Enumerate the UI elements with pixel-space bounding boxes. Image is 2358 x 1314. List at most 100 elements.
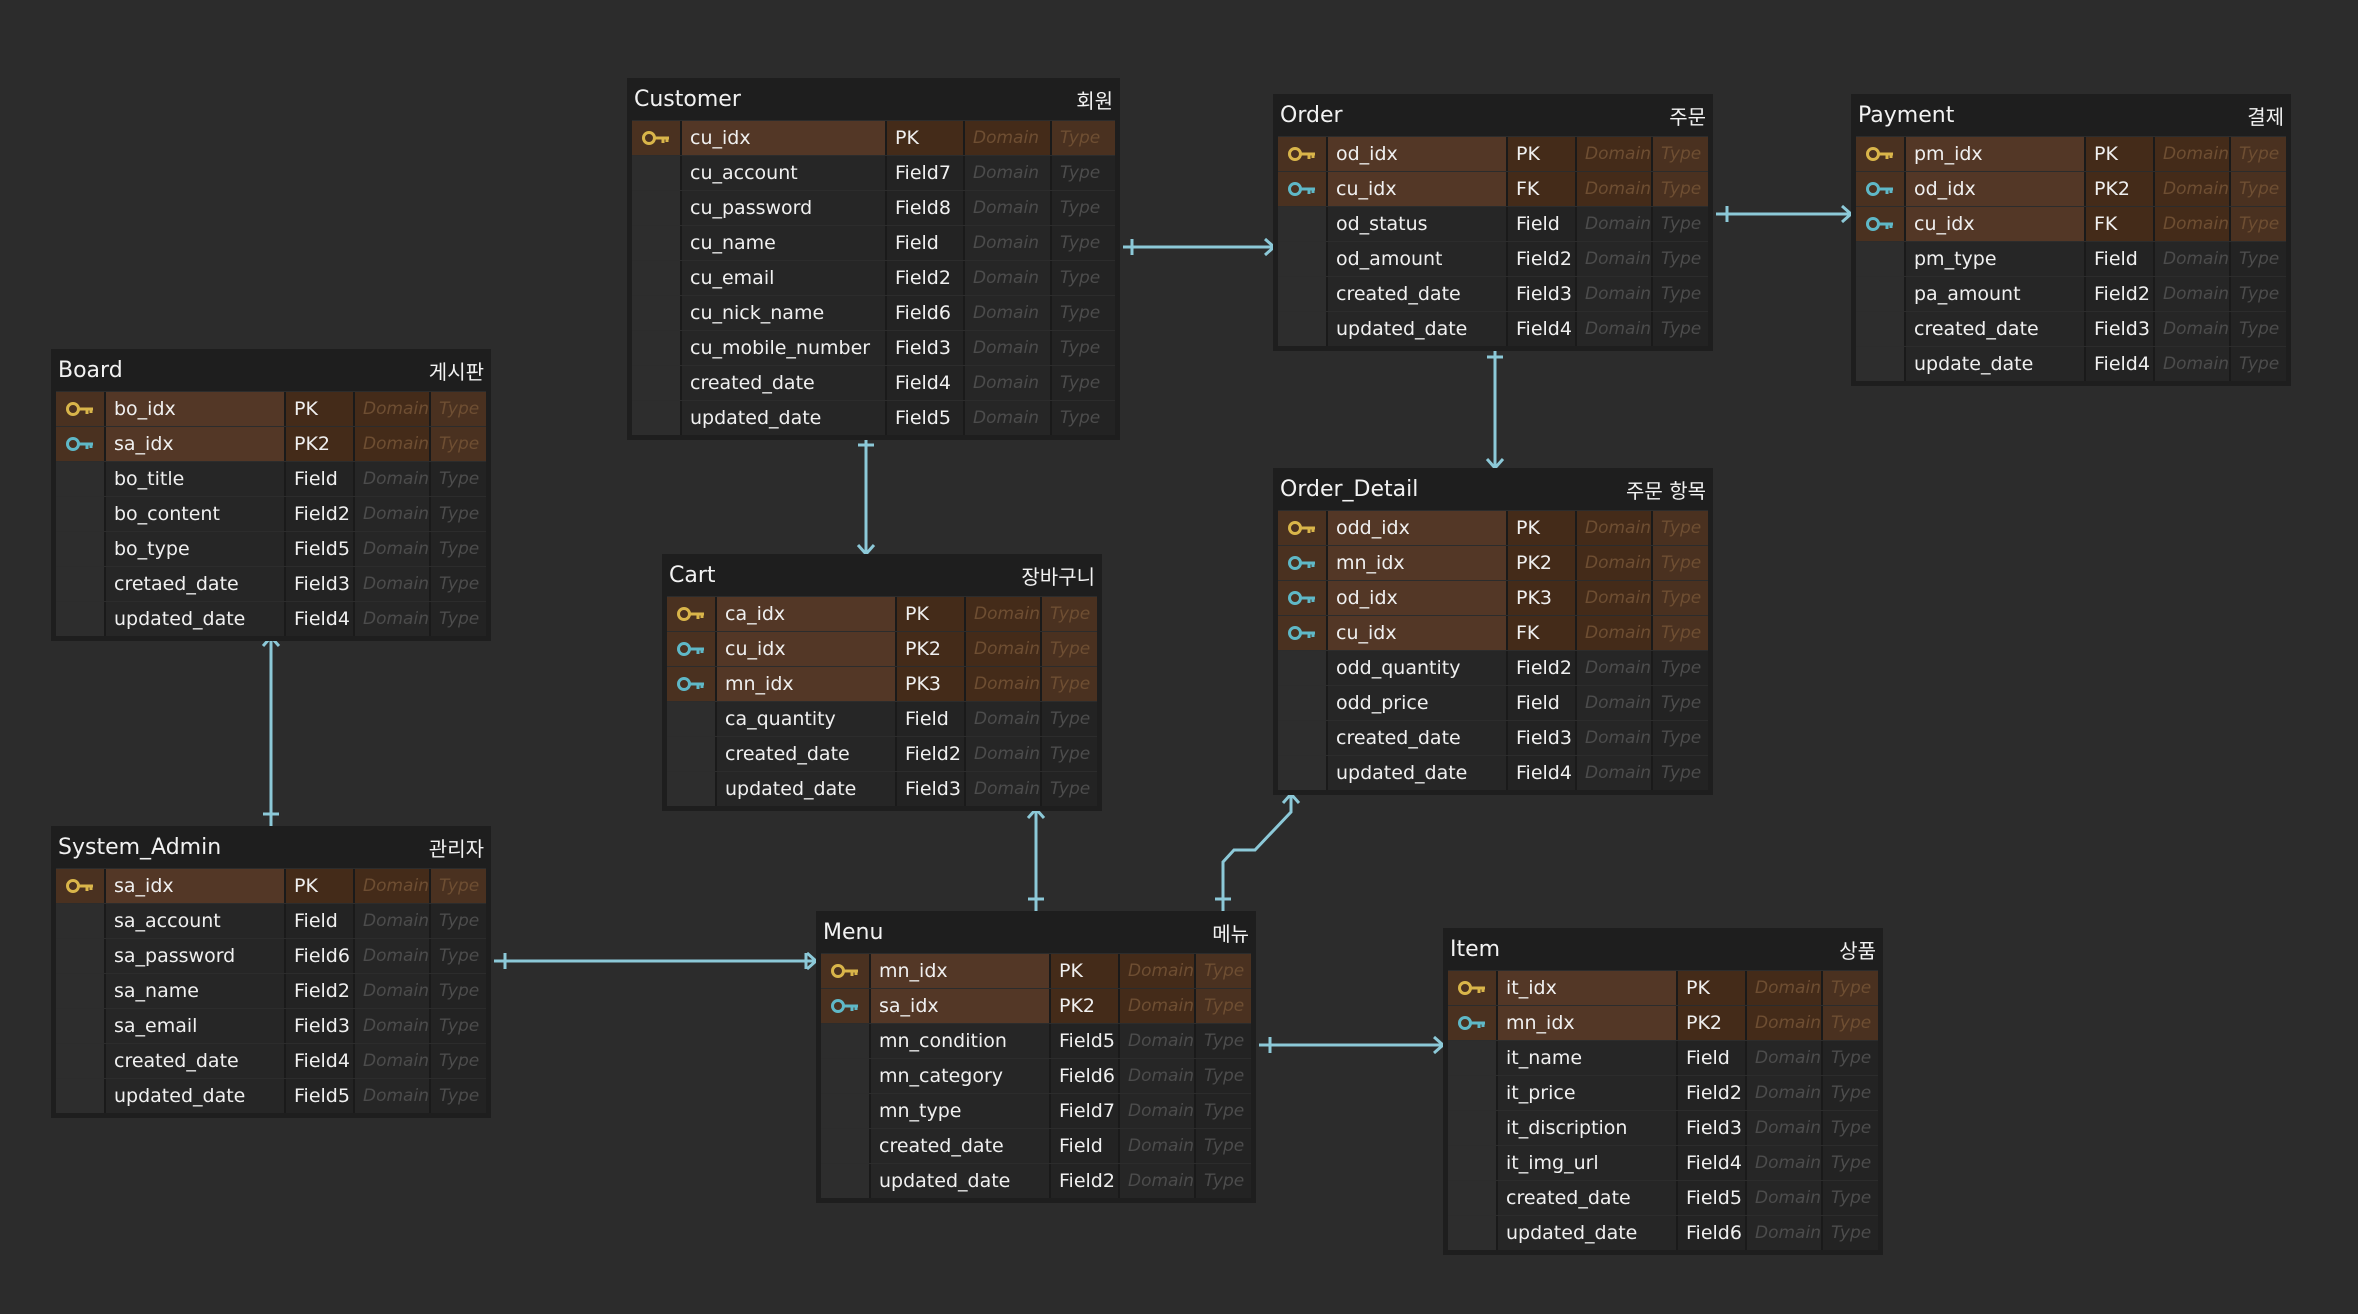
field-key[interactable]: Field2 — [895, 737, 964, 771]
field-key[interactable]: Field3 — [284, 567, 353, 601]
field-key[interactable]: Field2 — [1506, 242, 1575, 276]
field-type[interactable]: Type — [1050, 296, 1115, 330]
field-domain[interactable]: Domain — [353, 974, 429, 1008]
field-name[interactable]: created_date — [680, 366, 885, 400]
field-type[interactable]: Type — [1050, 191, 1115, 225]
field-type[interactable]: Type — [429, 567, 486, 601]
field-name[interactable]: sa_password — [104, 939, 284, 973]
field-type[interactable]: Type — [429, 1009, 486, 1043]
field-domain[interactable]: Domain — [1575, 756, 1651, 790]
field-key[interactable]: Field — [885, 226, 963, 260]
field-type[interactable]: Type — [429, 939, 486, 973]
field-key[interactable]: Field6 — [885, 296, 963, 330]
field-key[interactable]: Field3 — [284, 1009, 353, 1043]
field-name[interactable]: mn_condition — [869, 1024, 1049, 1058]
field-name[interactable]: cu_idx — [1326, 616, 1506, 650]
field-domain[interactable]: Domain — [1745, 1216, 1821, 1250]
field-name[interactable]: sa_idx — [869, 989, 1049, 1023]
field-domain[interactable]: Domain — [353, 1009, 429, 1043]
field-domain[interactable]: Domain — [1745, 1041, 1821, 1075]
field-type[interactable]: Type — [1651, 207, 1708, 241]
field-key[interactable]: Field4 — [1506, 312, 1575, 346]
field-type[interactable]: Type — [1194, 1059, 1251, 1093]
field-type[interactable]: Type — [1194, 1164, 1251, 1198]
field-type[interactable]: Type — [429, 904, 486, 938]
field-name[interactable]: updated_date — [1496, 1216, 1676, 1250]
field-domain[interactable]: Domain — [964, 737, 1040, 771]
field-name[interactable]: od_idx — [1326, 581, 1506, 615]
field-key[interactable]: PK — [885, 121, 963, 155]
field-type[interactable]: Type — [1040, 632, 1097, 666]
field-name[interactable]: pm_type — [1904, 242, 2084, 276]
field-domain[interactable]: Domain — [964, 702, 1040, 736]
field-key[interactable]: PK2 — [895, 632, 964, 666]
field-name[interactable]: created_date — [715, 737, 895, 771]
field-name[interactable]: mn_idx — [715, 667, 895, 701]
field-name[interactable]: pm_idx — [1904, 137, 2084, 171]
field-key[interactable]: PK2 — [1676, 1006, 1745, 1040]
field-name[interactable]: updated_date — [1326, 312, 1506, 346]
field-key[interactable]: Field7 — [1049, 1094, 1118, 1128]
field-type[interactable]: Type — [1651, 277, 1708, 311]
field-domain[interactable]: Domain — [963, 366, 1050, 400]
field-type[interactable]: Type — [1651, 581, 1708, 615]
field-type[interactable]: Type — [1050, 366, 1115, 400]
field-type[interactable]: Type — [429, 869, 486, 903]
field-domain[interactable]: Domain — [1745, 1111, 1821, 1145]
field-type[interactable]: Type — [1651, 756, 1708, 790]
field-key[interactable]: FK — [2084, 207, 2153, 241]
field-name[interactable]: updated_date — [104, 1079, 284, 1113]
field-domain[interactable]: Domain — [353, 462, 429, 496]
field-name[interactable]: cretaed_date — [104, 567, 284, 601]
field-type[interactable]: Type — [1050, 156, 1115, 190]
field-name[interactable]: sa_idx — [104, 427, 284, 461]
field-name[interactable]: bo_title — [104, 462, 284, 496]
field-key[interactable]: Field3 — [2084, 312, 2153, 346]
field-name[interactable]: pa_amount — [1904, 277, 2084, 311]
field-domain[interactable]: Domain — [1745, 1006, 1821, 1040]
field-type[interactable]: Type — [2229, 207, 2286, 241]
field-type[interactable]: Type — [1050, 121, 1115, 155]
field-domain[interactable]: Domain — [1745, 971, 1821, 1005]
field-domain[interactable]: Domain — [963, 156, 1050, 190]
field-key[interactable]: FK — [1506, 616, 1575, 650]
field-name[interactable]: it_idx — [1496, 971, 1676, 1005]
field-key[interactable]: Field — [284, 904, 353, 938]
field-domain[interactable]: Domain — [963, 401, 1050, 435]
field-name[interactable]: cu_nick_name — [680, 296, 885, 330]
field-domain[interactable]: Domain — [1575, 242, 1651, 276]
field-name[interactable]: cu_name — [680, 226, 885, 260]
field-domain[interactable]: Domain — [353, 869, 429, 903]
field-name[interactable]: od_status — [1326, 207, 1506, 241]
field-key[interactable]: Field6 — [1676, 1216, 1745, 1250]
field-type[interactable]: Type — [1821, 1146, 1878, 1180]
field-domain[interactable]: Domain — [1575, 616, 1651, 650]
field-domain[interactable]: Domain — [1575, 172, 1651, 206]
field-type[interactable]: Type — [1651, 137, 1708, 171]
